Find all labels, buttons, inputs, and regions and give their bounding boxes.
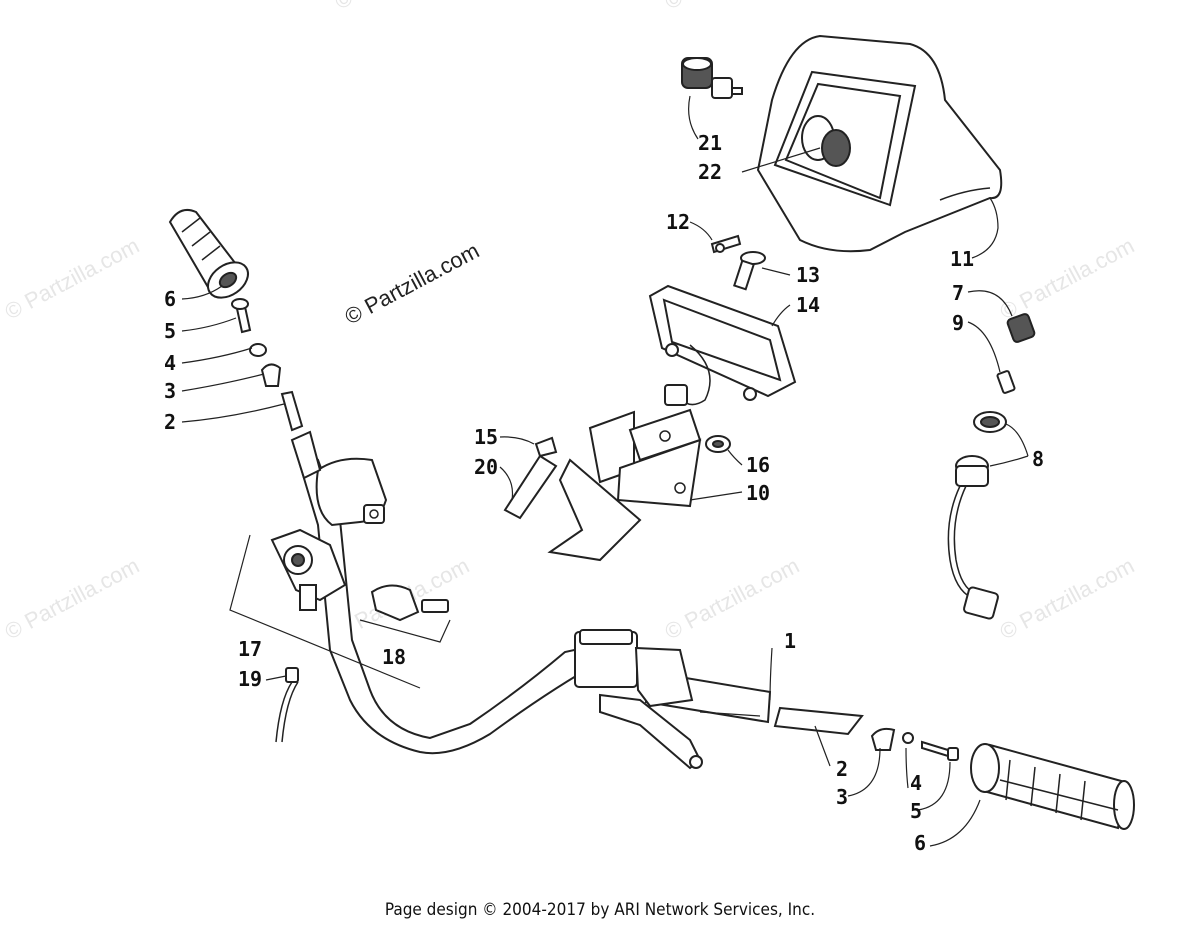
callout-13: 13 <box>796 263 820 287</box>
key-blade-9 <box>996 370 1016 394</box>
left-switch-housing <box>315 457 388 527</box>
watermark: © Partzilla.com <box>1 553 144 645</box>
master-cylinder <box>574 629 703 770</box>
callout-20: 20 <box>474 455 498 479</box>
callout-1: 1 <box>784 629 796 653</box>
accessory-plug-21 <box>681 57 743 99</box>
callout-7: 7 <box>952 281 964 305</box>
callout-18: 18 <box>382 645 406 669</box>
callout-2-left: 2 <box>164 410 176 434</box>
wire-19 <box>275 667 299 743</box>
left-throttle-switch <box>270 528 347 611</box>
bracket-18 <box>359 619 451 643</box>
callout-5-left: 5 <box>164 319 176 343</box>
mounting-bracket-10 <box>547 408 702 562</box>
screw-13 <box>733 251 766 291</box>
clip-12 <box>710 234 742 254</box>
callout-22: 22 <box>698 160 722 184</box>
callout-4-right: 4 <box>910 771 922 795</box>
bracket-17 <box>229 534 421 689</box>
callout-5-right: 5 <box>910 799 922 823</box>
watermark: © Partzilla.com <box>661 553 804 645</box>
callout-3-left: 3 <box>164 379 176 403</box>
callout-8: 8 <box>1032 447 1044 471</box>
clamp-18 <box>370 584 449 622</box>
callout-15: 15 <box>474 425 498 449</box>
gauge-cluster-14 <box>648 284 797 406</box>
callout-21: 21 <box>698 131 722 155</box>
left-bar-tube <box>290 430 322 480</box>
watermark: © Partzilla.com <box>331 0 474 14</box>
callout-4-left: 4 <box>164 351 176 375</box>
left-end-parts <box>231 298 304 432</box>
left-grip <box>168 209 249 299</box>
right-grip <box>970 743 1135 830</box>
clip-15 <box>534 436 558 458</box>
callouts: 6 5 4 3 2 17 19 18 1 2 3 4 5 6 21 22 12 … <box>164 131 1044 855</box>
callout-6-left: 6 <box>164 287 176 311</box>
watermark: © Partzilla.com <box>996 233 1139 325</box>
callout-19: 19 <box>238 667 262 691</box>
right-end-parts <box>773 706 959 761</box>
callout-14: 14 <box>796 293 820 317</box>
watermark: © Partzilla.com <box>661 0 804 14</box>
leader-lines <box>181 95 1029 847</box>
watermark: © Partzilla.com <box>996 553 1139 645</box>
callout-10: 10 <box>746 481 770 505</box>
pad-20 <box>503 454 558 520</box>
callout-3-right: 3 <box>836 785 848 809</box>
instrument-pod-11 <box>756 34 1003 253</box>
callout-2-right: 2 <box>836 757 848 781</box>
callout-9: 9 <box>952 311 964 335</box>
key-7 <box>1006 313 1036 343</box>
callout-12: 12 <box>666 210 690 234</box>
ignition-switch <box>947 455 999 620</box>
callout-17: 17 <box>238 637 262 661</box>
callout-16: 16 <box>746 453 770 477</box>
watermark: © Partzilla.com <box>1 233 144 325</box>
bezel-8 <box>973 411 1007 433</box>
watermark-main: © Partzilla.com <box>341 238 484 330</box>
callout-6-right: 6 <box>914 831 926 855</box>
page-footer: Page design © 2004-2017 by ARI Network S… <box>384 900 816 920</box>
callout-11: 11 <box>950 247 974 271</box>
grommet-16 <box>705 435 731 453</box>
